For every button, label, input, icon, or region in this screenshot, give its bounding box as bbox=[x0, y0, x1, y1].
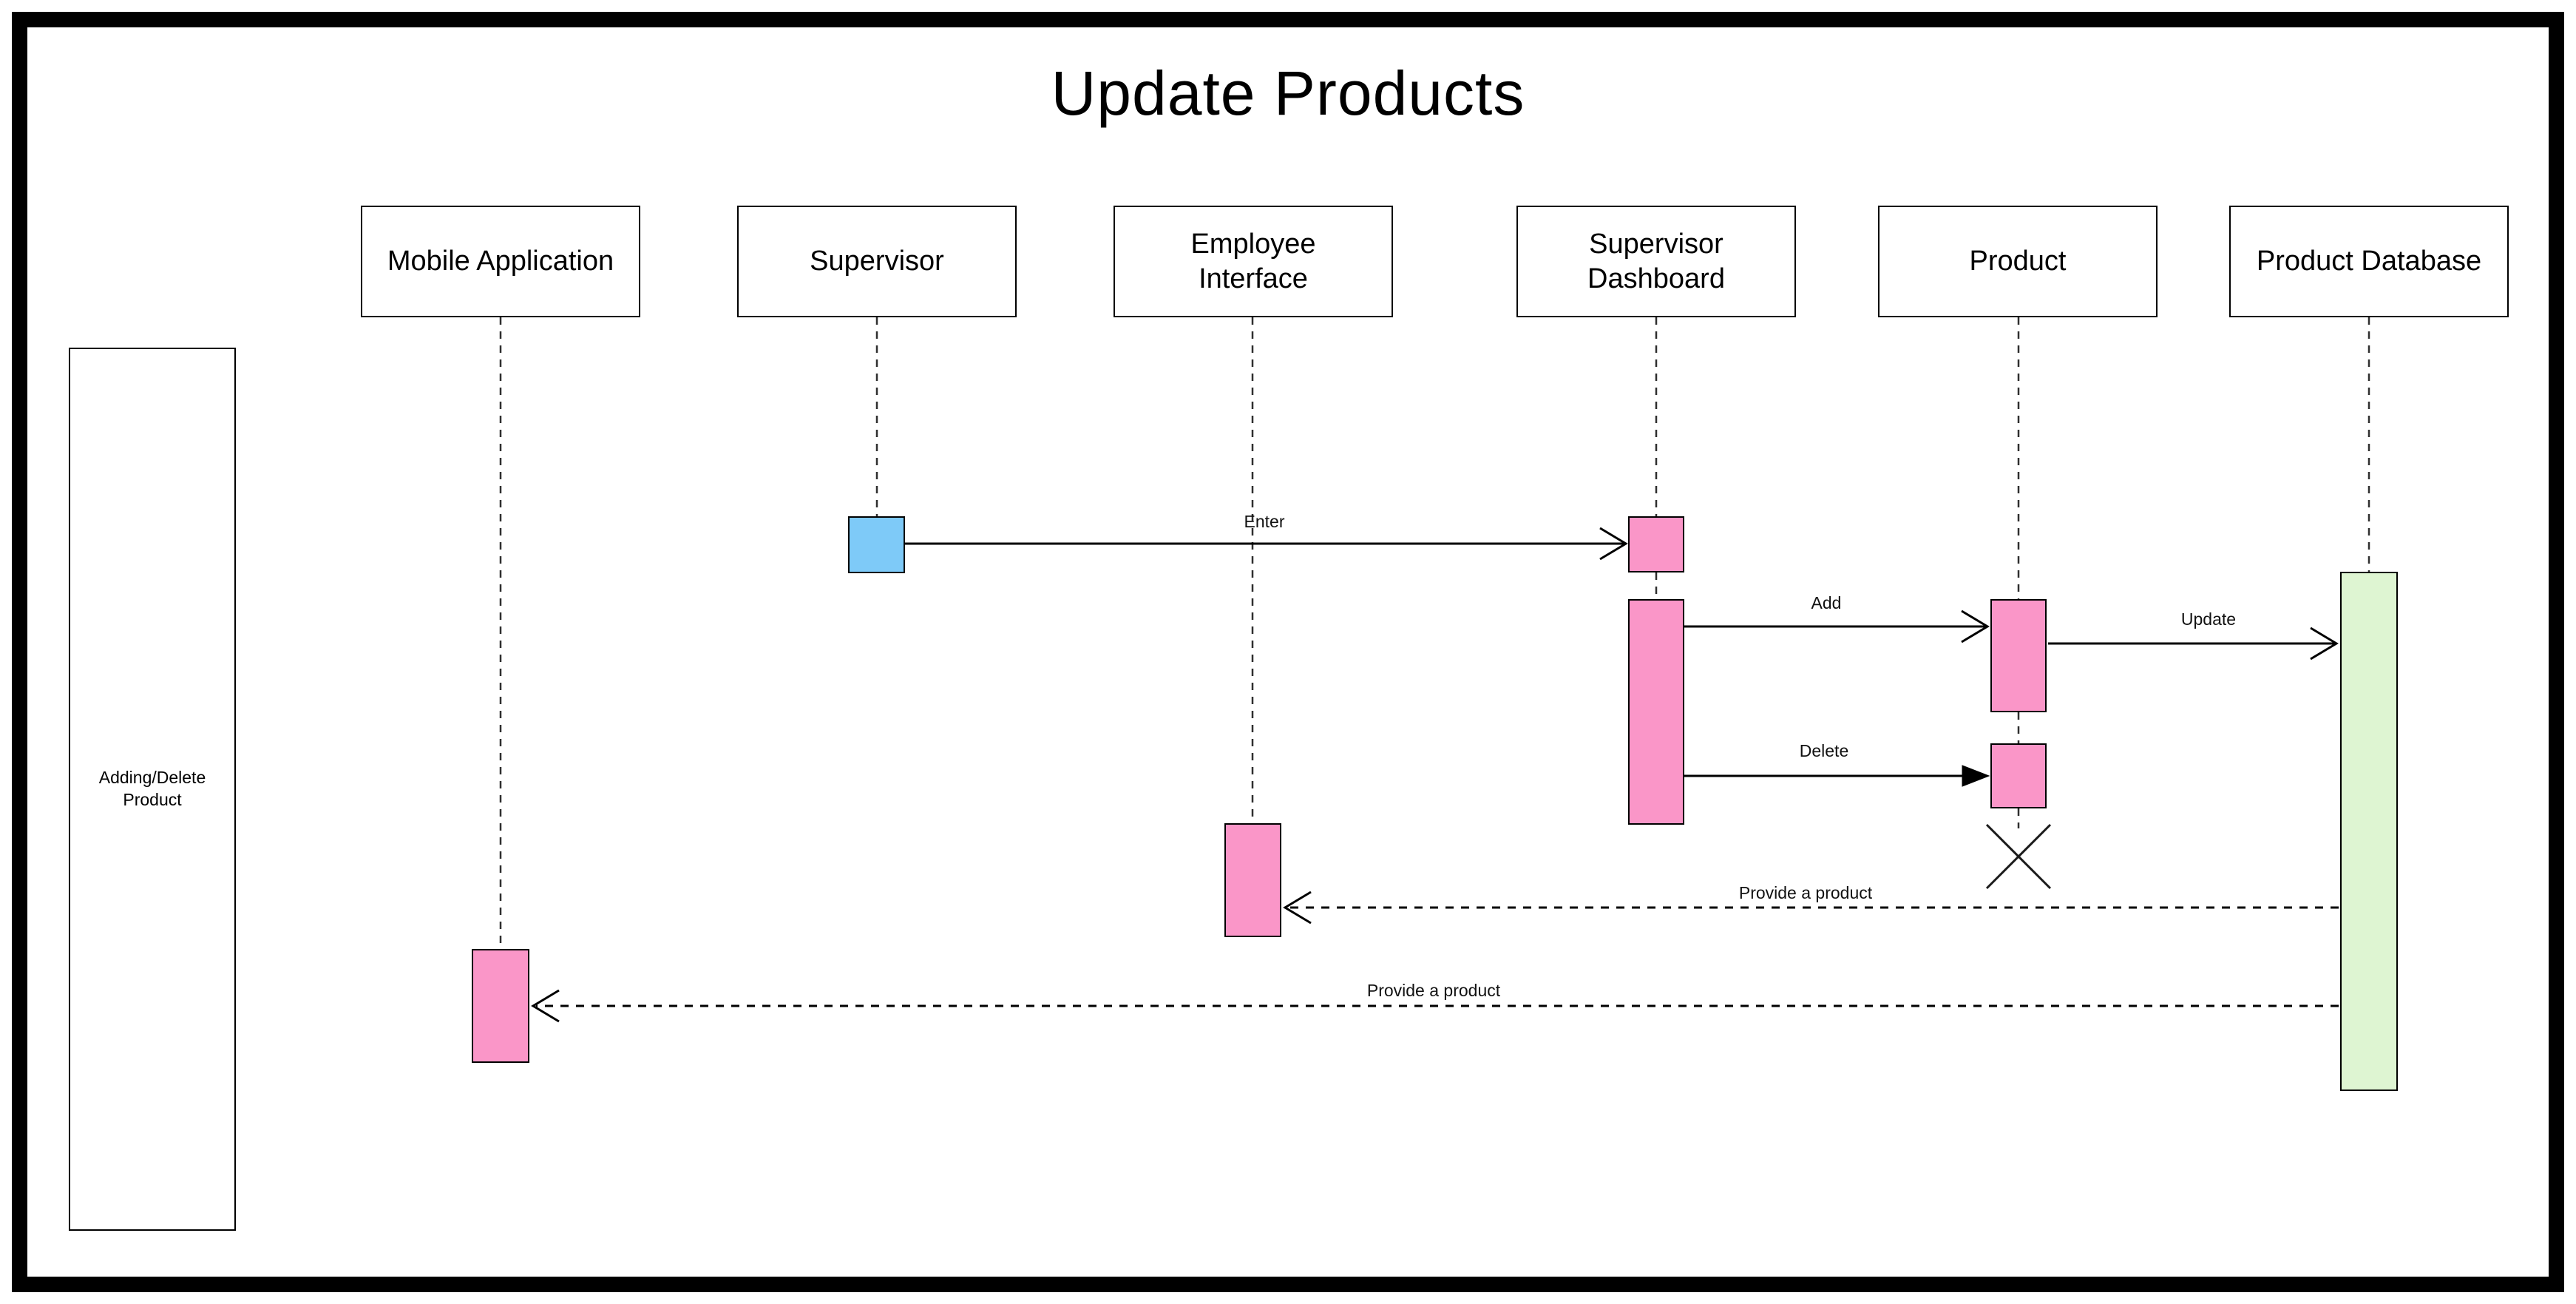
lifeline-label: Product Database bbox=[2256, 246, 2482, 277]
open-arrowhead-icon bbox=[531, 989, 560, 1023]
activation-supervisor bbox=[848, 516, 905, 573]
lifeline-label: Supervisor Dashboard bbox=[1587, 229, 1725, 294]
activation-mobile-application bbox=[472, 949, 529, 1063]
lifeline-label: Employee Interface bbox=[1190, 229, 1316, 294]
destroy-x-marker-icon bbox=[1985, 823, 2052, 890]
diagram-title: Update Products bbox=[1051, 58, 1525, 128]
lifeline-label: Mobile Application bbox=[387, 246, 614, 277]
open-arrowhead-icon bbox=[1961, 609, 1990, 643]
lifeline-label: Supervisor bbox=[810, 246, 944, 277]
activation-employee-interface bbox=[1224, 823, 1281, 937]
open-arrowhead-icon bbox=[2310, 626, 2339, 661]
message-update bbox=[2048, 626, 2339, 661]
message-provide-a-product-2 bbox=[531, 989, 2339, 1023]
outer-border bbox=[12, 12, 2564, 1292]
message-add bbox=[1684, 609, 1990, 643]
lifeline-header-supervisor-dashboard: Supervisor Dashboard bbox=[1516, 206, 1796, 317]
message-delete bbox=[1684, 765, 1990, 787]
lifeline-label: Product bbox=[1969, 246, 2067, 277]
activation-product-1 bbox=[1990, 599, 2047, 712]
open-arrowhead-icon bbox=[1599, 527, 1628, 561]
filled-arrowhead-icon bbox=[1962, 765, 1990, 787]
lifeline-header-mobile-application: Mobile Application bbox=[361, 206, 640, 317]
lifeline-header-product-database: Product Database bbox=[2229, 206, 2509, 317]
message-enter bbox=[905, 527, 1628, 561]
activation-product-database bbox=[2340, 572, 2398, 1091]
fragment-label: Adding/Delete Product bbox=[98, 768, 206, 809]
activation-product-2 bbox=[1990, 743, 2047, 808]
lifeline-header-product: Product bbox=[1878, 206, 2158, 317]
activation-supervisor-dashboard-2 bbox=[1628, 599, 1684, 825]
open-arrowhead-icon bbox=[1283, 891, 1312, 925]
lifeline-header-supervisor: Supervisor bbox=[737, 206, 1017, 317]
lifeline-header-employee-interface: Employee Interface bbox=[1114, 206, 1393, 317]
message-provide-a-product-1 bbox=[1283, 891, 2339, 925]
fragment-box: Adding/Delete Product bbox=[69, 348, 236, 1231]
activation-supervisor-dashboard-1 bbox=[1628, 516, 1684, 572]
